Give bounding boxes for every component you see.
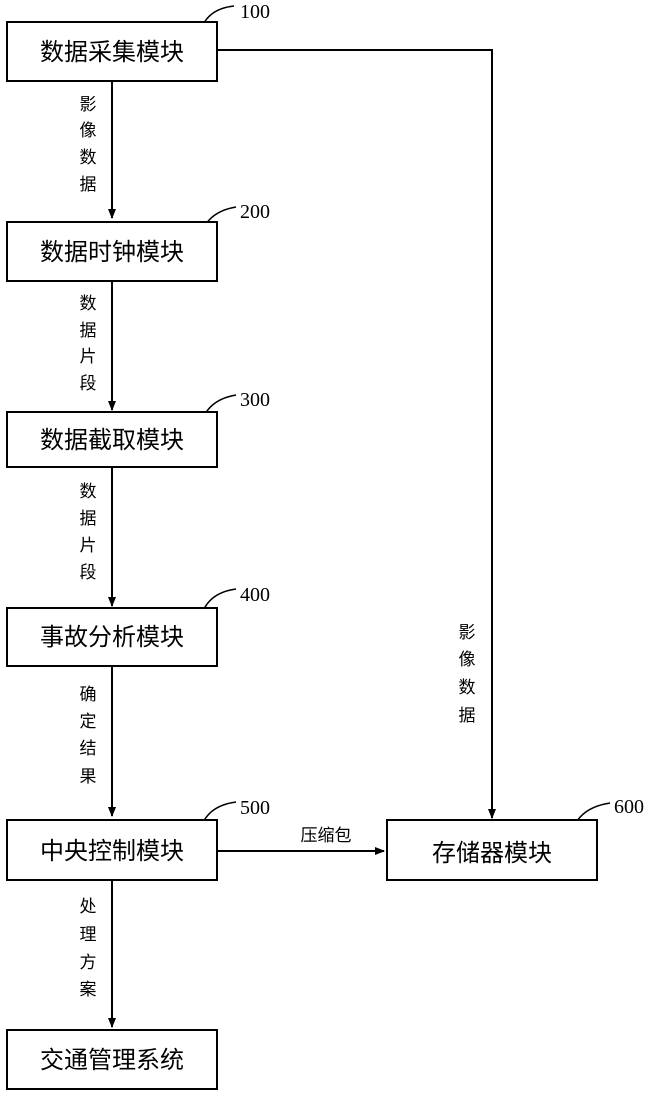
edge-label-char: 数 [459, 678, 476, 698]
ref-300: 300 [240, 389, 270, 411]
node-300: 数据截取模块 [7, 412, 217, 467]
edge-label-char: 据 [80, 509, 97, 529]
node-600: 存储器模块 [387, 820, 597, 880]
edge-label-char: 片 [80, 347, 97, 367]
ref-100: 100 [240, 1, 270, 23]
ref-600: 600 [614, 796, 644, 818]
node-label: 存储器模块 [432, 839, 552, 867]
edge-label-100-200: 影 像 数 据 [80, 95, 97, 195]
edge-label-500-system: 处 理 方 案 [80, 897, 97, 1000]
edge-label-300-400: 数 据 片 段 [80, 482, 97, 583]
node-label: 中央控制模块 [40, 837, 184, 865]
node-200: 数据时钟模块 [7, 222, 217, 281]
edge-label-char: 像 [80, 121, 97, 141]
node-label: 事故分析模块 [40, 623, 184, 651]
edge-label-char: 理 [80, 925, 97, 945]
edge-label-char: 案 [80, 980, 97, 1000]
edge-label-500-600: 压缩包 [301, 826, 352, 846]
edge-label-char: 数 [80, 482, 97, 502]
ref-400: 400 [240, 584, 270, 606]
edge-label-char: 方 [80, 953, 97, 973]
ref-numbers: 100 200 300 400 500 600 [240, 1, 644, 819]
edge-label-200-300: 数 据 片 段 [80, 294, 97, 394]
edge-label-char: 影 [459, 623, 476, 643]
node-400: 事故分析模块 [7, 608, 217, 666]
edge-label-char: 结 [80, 739, 97, 759]
edge-100-to-600 [217, 50, 492, 818]
edge-label-char: 段 [80, 374, 97, 394]
edge-label-char: 确 [80, 685, 97, 705]
edge-label-char: 片 [80, 536, 97, 556]
edge-label-char: 影 [80, 95, 97, 115]
node-label: 数据采集模块 [40, 38, 184, 66]
edge-label-char: 像 [459, 650, 476, 670]
node-label: 数据截取模块 [40, 426, 184, 454]
edge-label-100-600: 影 像 数 据 [459, 623, 476, 726]
node-label: 数据时钟模块 [40, 238, 184, 266]
ref-200: 200 [240, 201, 270, 223]
edge-label-char: 段 [80, 563, 97, 583]
edge-label-char: 果 [80, 767, 97, 787]
edge-label-char: 数 [80, 294, 97, 314]
edge-label-text: 压缩包 [301, 826, 352, 846]
node-label: 交通管理系统 [40, 1046, 184, 1074]
edge-label-char: 据 [80, 175, 97, 195]
edge-label-char: 据 [80, 321, 97, 341]
ref-leaders [200, 6, 610, 833]
node-traffic-system: 交通管理系统 [7, 1030, 217, 1089]
edge-label-char: 据 [459, 706, 476, 726]
edge-label-400-500: 确 定 结 果 [80, 685, 97, 787]
ref-500: 500 [240, 797, 270, 819]
edge-label-char: 数 [80, 148, 97, 168]
node-500: 中央控制模块 [7, 820, 217, 880]
node-100: 数据采集模块 [7, 22, 217, 81]
edge-label-char: 处 [80, 897, 97, 917]
edge-label-char: 定 [80, 712, 97, 732]
